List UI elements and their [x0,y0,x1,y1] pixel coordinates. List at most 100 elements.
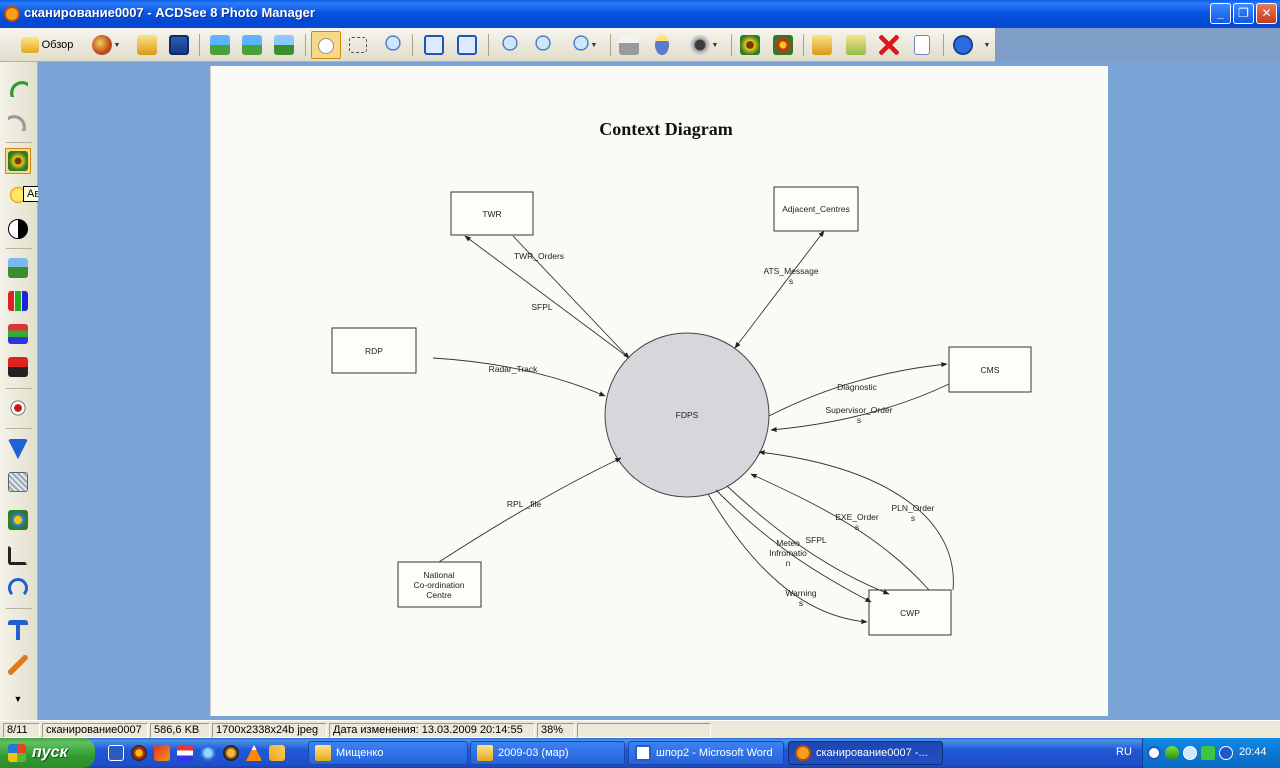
zoom-in-button[interactable] [495,32,521,58]
task-label: шпор2 - Microsoft Word [656,747,773,759]
task-label: 2009-03 (мар) [498,747,569,759]
set-wallpaper-tiled-button[interactable] [770,32,796,58]
speaker-icon [689,35,710,55]
noise-button[interactable] [5,469,31,495]
close-button[interactable]: ✕ [1256,3,1277,24]
move-to-folder-button[interactable] [809,32,835,58]
fdps-label: FDPS [676,410,699,420]
effects-button[interactable] [5,507,31,533]
image-export-button[interactable] [271,32,297,58]
language-indicator[interactable]: RU [1116,746,1132,758]
save-button[interactable] [166,32,192,58]
pln-orders-label-1: PLN_Order [892,503,935,513]
scanned-page[interactable]: .lbl { font-family: "Liberation Sans", s… [210,66,1108,716]
acdsee-app-icon[interactable] [4,6,20,22]
help-button[interactable] [950,32,976,58]
chevron-down-icon: ▼ [13,694,23,704]
task-word-document[interactable]: шпор2 - Microsoft Word [628,741,784,765]
zoom-menu-icon [568,35,589,55]
windows-flag-icon [8,744,26,762]
auto-exposure-photo-button[interactable] [5,148,31,174]
image-viewer[interactable]: .lbl { font-family: "Liberation Sans", s… [38,62,1280,720]
title-bar[interactable]: сканирование0007 - ACDSee 8 Photo Manage… [0,0,1280,28]
browse-button[interactable]: Обзор [18,32,76,58]
ats-messages-label-2: s [789,276,793,286]
edit-menu-button[interactable]: ▼ [86,32,126,58]
set-wallpaper-centered-button[interactable] [737,32,763,58]
rotate-left-button[interactable] [421,32,447,58]
task-2009-03-folder[interactable]: 2009-03 (мар) [470,741,625,765]
internet-explorer-quicklaunch-icon[interactable] [200,745,216,761]
select-tool-button[interactable] [345,32,371,58]
status-bar: 8/11 сканирование0007 586,6 KB 1700x2338… [0,720,1280,738]
text-button[interactable] [5,617,31,643]
cms-label: CMS [981,365,1000,375]
color-balance-button[interactable] [5,321,31,347]
status-image-index: 8/11 [3,723,40,738]
zoom-menu-button[interactable]: ▼ [561,32,605,58]
rpl-file-label: RPL _file [507,499,541,509]
rotate-button[interactable] [5,575,31,601]
grayscale-button[interactable] [5,354,31,380]
open-button[interactable] [134,32,160,58]
maximize-button[interactable]: ❐ [1233,3,1254,24]
color-bars-icon [8,324,28,344]
contrast-button[interactable] [5,216,31,242]
word-quicklaunch-icon[interactable] [108,745,124,761]
toolbar-overflow-button[interactable]: ▼ [980,32,992,58]
tray-clock[interactable]: 20:44 [1239,746,1267,758]
redo-button[interactable] [5,108,31,134]
exe-orders-label-1: EXE_Order [835,512,879,522]
tray-network-icon[interactable] [1165,746,1179,760]
tray-antivirus-icon[interactable] [1183,746,1197,760]
adjacent-centres-entity [773,186,859,232]
sfpl-cwp-label: SFPL [805,535,827,545]
supervisor-orders-flow [770,383,950,433]
winrar-quicklaunch-icon[interactable] [177,745,193,761]
previous-image-button[interactable] [207,32,233,58]
hand-icon [316,35,336,55]
chevron-down-icon: ▼ [983,41,991,49]
zoom-tool-button[interactable] [378,32,404,58]
undo-button[interactable] [5,74,31,100]
radar-track-label: Radar_Track [489,364,539,374]
crop-button[interactable] [5,542,31,568]
zoom-out-button[interactable] [528,32,554,58]
tools-button[interactable] [5,652,31,678]
folder-copy-icon [846,35,866,55]
toolbar-separator [943,34,944,56]
properties-button[interactable] [909,32,935,58]
national-label-2: Co-ordination [413,580,464,590]
levels-button[interactable] [5,255,31,281]
start-button[interactable]: пуск [0,738,95,768]
save-disk-icon [169,35,189,55]
task-mishchenko-folder[interactable]: Мищенко [308,741,468,765]
opera-quicklaunch-icon[interactable] [131,745,147,761]
acquire-button[interactable] [649,32,675,58]
winamp-quicklaunch-icon[interactable] [223,745,239,761]
print-button[interactable] [616,32,642,58]
bluetooth-icon[interactable] [1219,746,1233,760]
quicklaunch-more-icon[interactable] [269,745,285,761]
histogram-button[interactable] [5,288,31,314]
minimize-button[interactable]: _ [1210,3,1231,24]
status-file-size: 586,6 KB [150,723,210,738]
delete-button[interactable] [876,32,902,58]
task-acdsee-viewer[interactable]: сканирование0007 -... [788,741,943,765]
red-eye-button[interactable] [5,395,31,421]
image-export-icon [274,35,294,55]
pan-tool-button[interactable] [311,31,341,59]
sharpen-button[interactable] [5,436,31,462]
copy-to-folder-button[interactable] [843,32,869,58]
red-flower-icon [773,35,793,55]
folder-browse-icon [20,37,39,53]
text-t-icon [8,620,28,640]
tray-expand-icon[interactable] [1147,746,1161,760]
app-quicklaunch-icon[interactable] [154,745,170,761]
panel-scroll-button[interactable]: ▼ [5,692,31,706]
tray-app-icon[interactable] [1201,746,1215,760]
next-image-button[interactable] [239,32,265,58]
vlc-quicklaunch-icon[interactable] [246,745,262,761]
audio-menu-button[interactable]: ▼ [682,32,726,58]
rotate-right-button[interactable] [454,32,480,58]
